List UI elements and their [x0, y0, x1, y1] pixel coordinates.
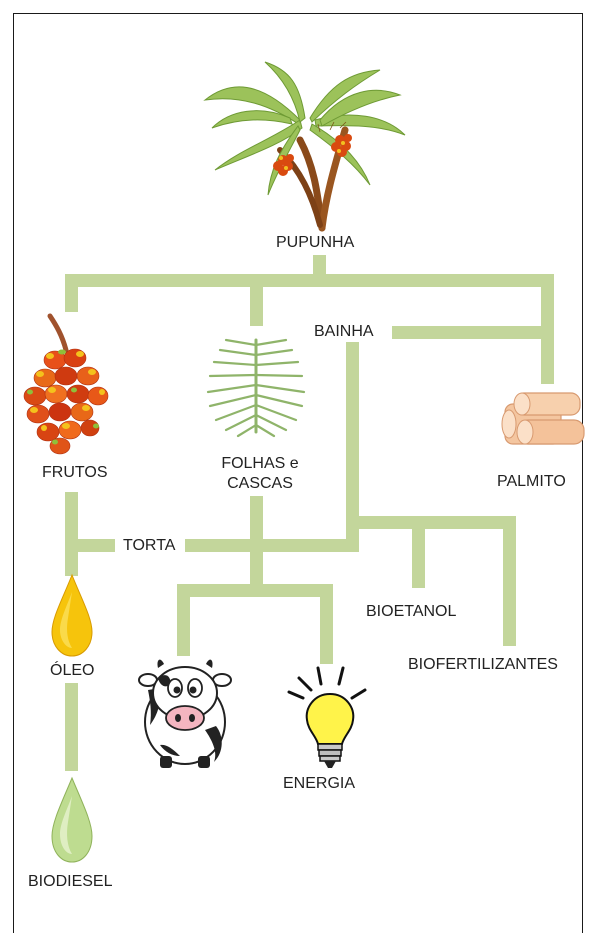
biodiesel-drop-icon	[51, 776, 93, 863]
connector-top-bar	[65, 274, 553, 287]
connector-group	[65, 255, 554, 771]
connector-to-bioetanol	[412, 516, 425, 588]
node-frutos: FRUTOS	[42, 463, 108, 483]
node-bainha: BAINHA	[314, 322, 378, 342]
connector-to-cow	[177, 584, 190, 656]
connector-oleo-biodiesel	[65, 683, 78, 771]
node-bioetanol: BIOETANOL	[366, 602, 457, 622]
node-folhas-line1: FOLHAS e	[221, 455, 299, 472]
connector-torta-bar	[185, 539, 359, 552]
connector-bio-bar	[346, 516, 516, 529]
connector-feed-bar	[177, 584, 332, 597]
node-oleo: ÓLEO	[50, 661, 95, 681]
node-biofertilizantes: BIOFERTILIZANTES	[408, 655, 558, 675]
node-torta: TORTA	[119, 536, 180, 556]
node-folhas-line2: CASCAS	[227, 475, 293, 492]
node-biodiesel: BIODIESEL	[28, 872, 113, 892]
connector-to-folhas	[250, 274, 263, 326]
connector-bainha-bar	[392, 326, 554, 339]
palm-heart-icon	[501, 392, 585, 445]
connector-frutos-down	[65, 492, 78, 576]
oil-drop-icon	[51, 573, 93, 657]
node-folhas-cascas: FOLHAS e CASCAS	[210, 454, 310, 494]
light-bulb-icon	[287, 666, 367, 768]
cow-icon	[138, 659, 232, 768]
connector-bainha-down	[346, 338, 359, 551]
fruit-bunch-icon	[23, 313, 109, 455]
connector-to-frutos	[65, 274, 78, 312]
connector-to-energia	[320, 584, 333, 664]
connector-folhas-down	[250, 496, 263, 591]
node-palmito: PALMITO	[497, 472, 566, 492]
connector-to-biofertilizantes	[503, 516, 516, 646]
diagram-frame	[13, 13, 583, 933]
connector-frutos-torta	[65, 539, 115, 552]
node-energia: ENERGIA	[283, 774, 356, 794]
node-pupunha: PUPUNHA	[276, 233, 355, 253]
palm-leaf-icon	[206, 338, 306, 438]
palm-tree-icon	[203, 61, 406, 232]
